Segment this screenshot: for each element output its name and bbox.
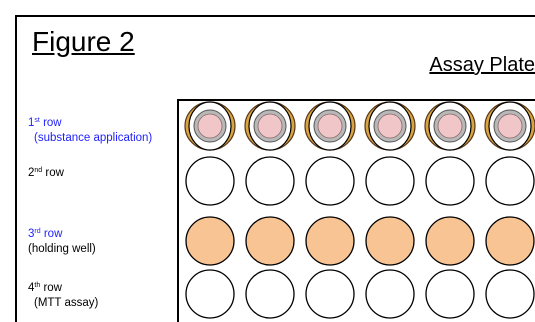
well-row3: [245, 216, 295, 266]
well-row2: [245, 156, 295, 206]
well-row2: [305, 156, 355, 206]
insert-membrane: [257, 113, 283, 139]
well-row4: [185, 269, 235, 319]
insert-membrane: [437, 113, 463, 139]
plate-outline: [177, 99, 535, 322]
well-row4: [305, 269, 355, 319]
well-row4: [485, 269, 535, 319]
row-4-description: (MTT assay): [34, 297, 99, 309]
well-row2: [485, 156, 535, 206]
row-label-2: 2nd row: [28, 167, 64, 179]
well-row3: [305, 216, 355, 266]
insert-membrane: [317, 113, 343, 139]
well-row4: [245, 269, 295, 319]
well-row3: [185, 216, 235, 266]
row-3-description: (holding well): [28, 243, 96, 255]
well-row3: [425, 216, 475, 266]
insert-membrane: [497, 113, 523, 139]
row-label-4: 4th row (MTT assay): [28, 282, 99, 309]
row-1-description: (substance application): [34, 132, 153, 144]
row-label-1: 1st row (substance application): [28, 117, 153, 144]
assay-plate: [177, 99, 535, 322]
well-row4: [365, 269, 415, 319]
plate-title: Assay Plate: [429, 54, 535, 76]
well-row4: [425, 269, 475, 319]
well-row2: [425, 156, 475, 206]
insert-membrane: [197, 113, 223, 139]
well-row3: [485, 216, 535, 266]
row-label-3: 3rd row (holding well): [28, 228, 96, 255]
insert-membrane: [377, 113, 403, 139]
figure-frame: Figure 2 Assay Plate 1st row (substance …: [15, 15, 535, 322]
well-row2: [365, 156, 415, 206]
figure-title: Figure 2: [32, 26, 135, 57]
well-row2: [185, 156, 235, 206]
well-row3: [365, 216, 415, 266]
